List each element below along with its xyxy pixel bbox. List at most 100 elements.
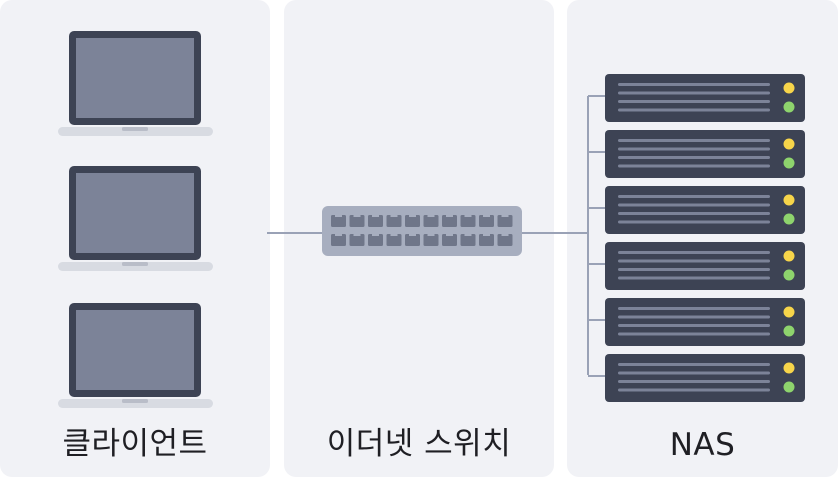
switch-port-notch	[483, 214, 490, 217]
server-vent-line	[618, 371, 770, 375]
server-unit	[605, 130, 805, 178]
status-led-yellow	[783, 362, 795, 374]
switch-port	[442, 234, 457, 246]
server-vent-line	[618, 100, 770, 103]
server-vent-line	[618, 259, 770, 263]
server-vent-line	[618, 268, 770, 271]
server-unit	[605, 74, 805, 122]
switch-port-notch	[501, 233, 509, 236]
laptop-icon	[58, 31, 213, 136]
switch-port	[331, 234, 346, 246]
server-vent-line	[618, 220, 770, 224]
server-vent-line	[618, 108, 770, 112]
switch-port	[386, 234, 402, 246]
status-led-yellow	[783, 250, 795, 262]
server-vent-line	[618, 363, 770, 366]
status-led-green	[783, 381, 795, 393]
server-vent-line	[618, 251, 770, 254]
server-rack-icon	[588, 298, 805, 346]
switch-port	[405, 215, 420, 227]
server-vent-line	[618, 195, 770, 198]
server-vent-line	[618, 147, 770, 151]
laptop-screen	[76, 38, 194, 118]
switch-port	[479, 215, 494, 227]
ethernet-switch-icon	[322, 206, 522, 256]
switch-port	[479, 234, 494, 246]
switch-port	[442, 215, 457, 227]
nas-label: NAS	[669, 427, 736, 463]
switch-port-notch	[372, 233, 379, 236]
server-vent-line	[618, 380, 770, 383]
laptop-notch	[122, 127, 148, 131]
server-vent-line	[618, 276, 770, 280]
server-vent-line	[618, 91, 770, 95]
switch-port-notch	[353, 214, 361, 217]
laptop-notch	[122, 399, 148, 403]
switch-port-notch	[353, 233, 361, 236]
status-led-green	[783, 101, 795, 113]
server-vent-line	[618, 332, 770, 336]
switch-port-notch	[446, 233, 453, 236]
switch-port-notch	[372, 214, 379, 217]
server-rack-icon	[588, 186, 805, 234]
switch-port	[405, 234, 420, 246]
switch-port-notch	[446, 214, 453, 217]
status-led-yellow	[783, 306, 795, 318]
laptop-icon	[58, 166, 213, 271]
laptop-base	[58, 127, 213, 136]
switch-port	[423, 215, 439, 227]
server-unit	[605, 186, 805, 234]
server-rack-icon	[588, 242, 805, 290]
server-vent-line	[618, 315, 770, 319]
switch-port-notch	[464, 214, 472, 217]
laptop-notch	[122, 262, 148, 266]
status-led-green	[783, 213, 795, 225]
switch-port-notch	[390, 233, 398, 236]
switch-port	[423, 234, 439, 246]
laptop-base	[58, 262, 213, 271]
switch-port-notch	[427, 214, 435, 217]
laptop-base	[58, 399, 213, 408]
switch-port	[349, 234, 365, 246]
server-vent-line	[618, 307, 770, 310]
server-vent-line	[618, 164, 770, 168]
laptop-screen	[76, 173, 194, 253]
switch-port-notch	[464, 233, 472, 236]
switch-port-notch	[427, 233, 435, 236]
switch-port	[460, 234, 476, 246]
server-rack-icon	[588, 74, 805, 122]
server-vent-line	[618, 324, 770, 327]
switch-port	[386, 215, 402, 227]
status-led-green	[783, 325, 795, 337]
switch-port	[368, 215, 383, 227]
status-led-green	[783, 157, 795, 169]
switch-port	[331, 215, 346, 227]
switch-port-notch	[483, 233, 490, 236]
switch-port	[497, 234, 513, 246]
switch-port	[460, 215, 476, 227]
server-vent-line	[618, 83, 770, 86]
clients-label: 클라이언트	[62, 426, 208, 462]
server-rack-icon	[588, 354, 805, 402]
switch-port-notch	[335, 233, 342, 236]
switch-port-notch	[335, 214, 342, 217]
server-rack-icon	[588, 130, 805, 178]
switch-port	[368, 234, 383, 246]
server-unit	[605, 242, 805, 290]
server-vent-line	[618, 203, 770, 207]
laptop-screen	[76, 310, 194, 390]
server-unit	[605, 298, 805, 346]
server-vent-line	[618, 156, 770, 159]
switch-port	[497, 215, 513, 227]
switch-port-notch	[390, 214, 398, 217]
server-unit	[605, 354, 805, 402]
status-led-green	[783, 269, 795, 281]
server-vent-line	[618, 212, 770, 215]
server-vent-line	[618, 139, 770, 142]
server-vent-line	[618, 388, 770, 392]
switch-port	[349, 215, 365, 227]
switch-label: 이더넷 스위치	[326, 426, 512, 462]
switch-port-notch	[409, 214, 416, 217]
switch-body	[322, 206, 522, 256]
